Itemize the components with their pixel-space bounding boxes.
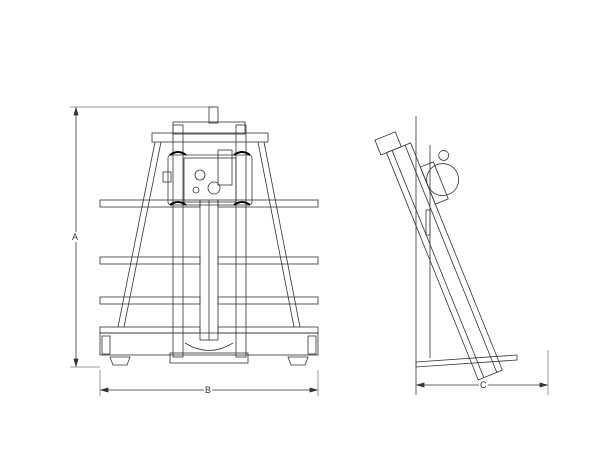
dimension-b-label: B [204, 385, 213, 395]
dimension-c-label: C [479, 380, 488, 390]
dimension-a-line [70, 106, 215, 368]
side-view [374, 116, 549, 395]
front-view [70, 106, 319, 396]
dimension-a-label: A [71, 232, 80, 242]
